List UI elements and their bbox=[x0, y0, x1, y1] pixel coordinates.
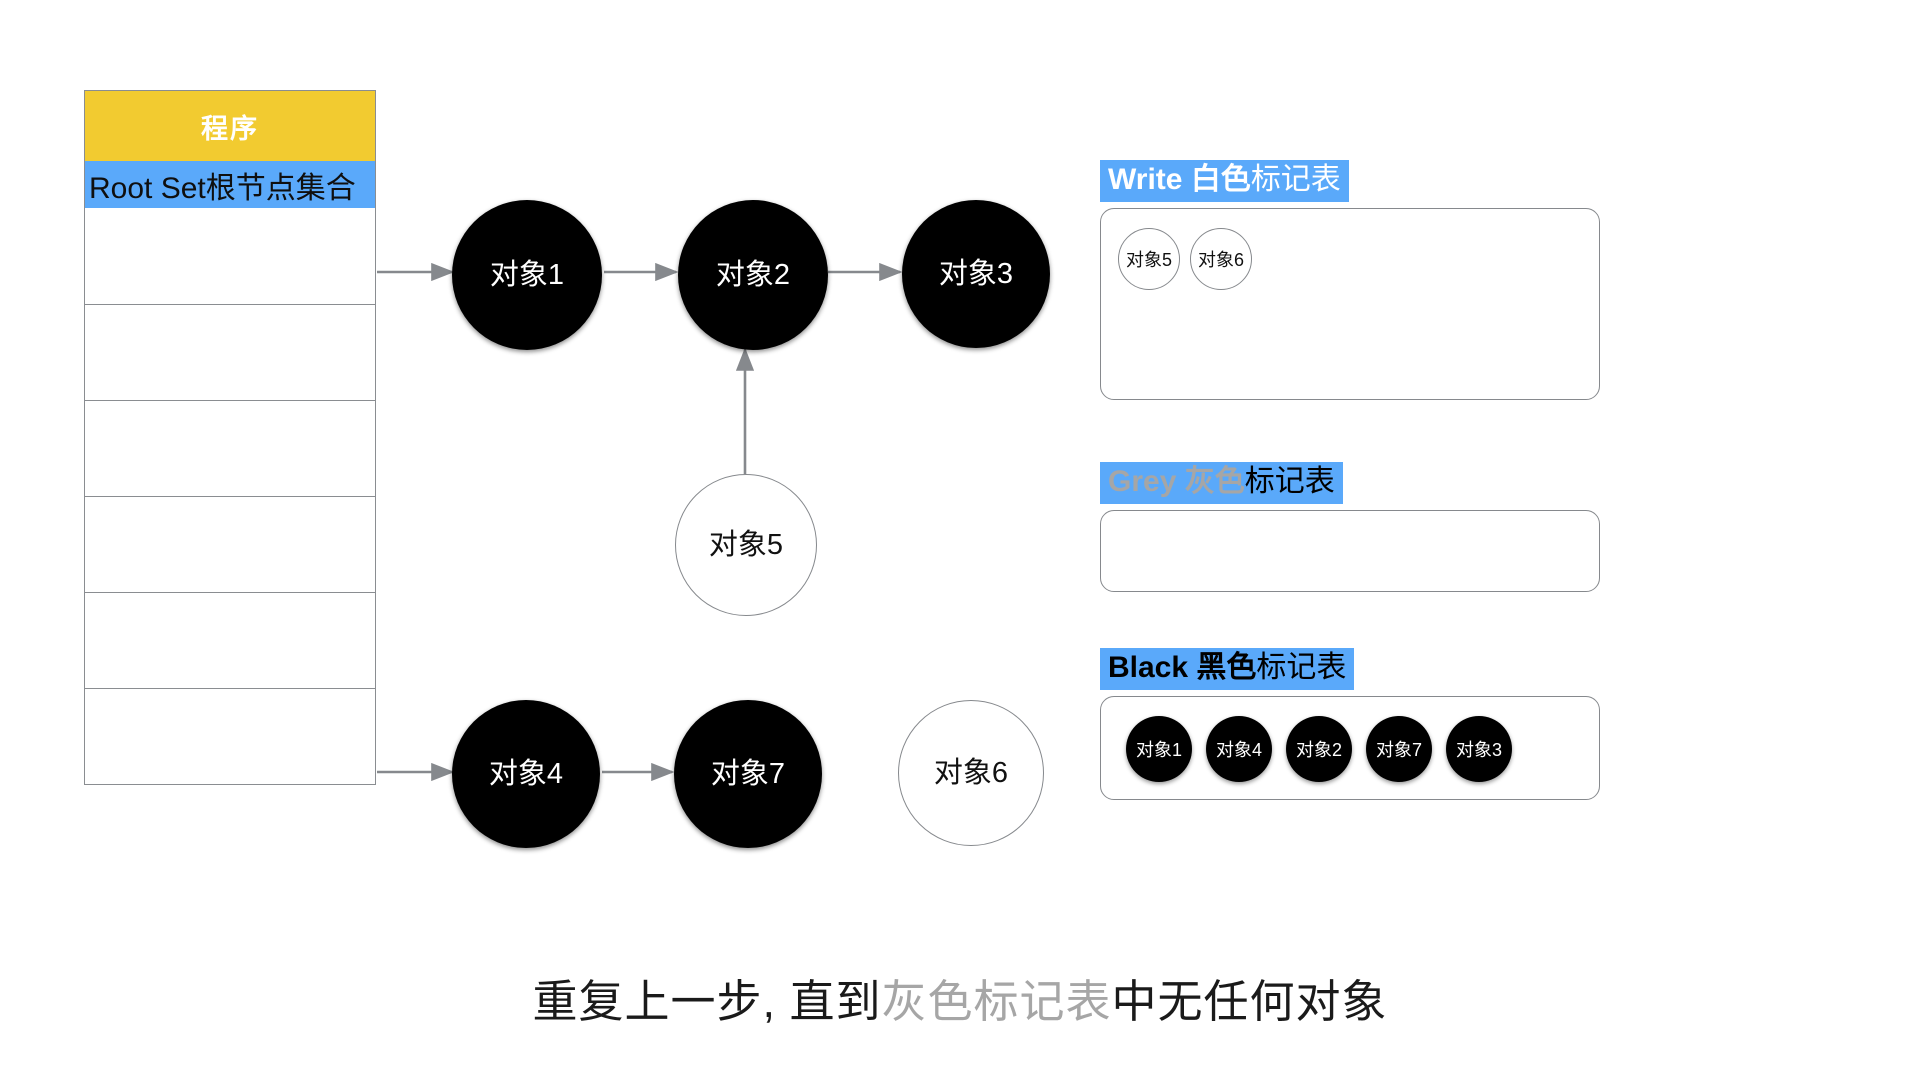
program-root-set-table: 程序 Root Set根节点集合 bbox=[84, 90, 376, 785]
graph-node-label: 对象6 bbox=[933, 756, 1009, 789]
mark-table-write-title: Write 白色标记表 bbox=[1100, 160, 1349, 202]
mark-table-title-suffix: 标记表 bbox=[1256, 651, 1347, 684]
graph-node-obj3[interactable]: 对象3 bbox=[902, 200, 1050, 348]
caption-highlight: 灰色标记表 bbox=[881, 976, 1112, 1027]
mark-table-write-box bbox=[1100, 208, 1600, 400]
graph-node-label: 对象3 bbox=[938, 257, 1014, 290]
graph-node-label: 对象2 bbox=[715, 258, 791, 291]
graph-node-label: 对象5 bbox=[708, 528, 784, 561]
mark-table-grey-title: Grey 灰色标记表 bbox=[1100, 462, 1343, 504]
list-item-label: 对象7 bbox=[1375, 740, 1422, 760]
graph-node-label: 对象1 bbox=[489, 258, 565, 291]
mark-table-title-color-word: 灰色 bbox=[1184, 465, 1245, 498]
list-item[interactable]: 对象2 bbox=[1286, 716, 1352, 782]
mark-table-write-items: 对象5 对象6 bbox=[1118, 228, 1252, 290]
list-item[interactable]: 对象1 bbox=[1126, 716, 1192, 782]
mark-table-grey: Grey 灰色标记表 bbox=[1100, 462, 1600, 592]
list-item[interactable]: 对象6 bbox=[1190, 228, 1252, 290]
graph-node-label: 对象4 bbox=[488, 757, 564, 790]
mark-table-title-color-word: 黑色 bbox=[1196, 651, 1257, 684]
mark-table-title-en: Black bbox=[1108, 651, 1189, 684]
mark-table-title-color-word: 白色 bbox=[1190, 163, 1251, 196]
mark-table-black: Black 黑色标记表 对象1 对象4 对象2 对象7 对象3 bbox=[1100, 648, 1600, 800]
graph-node-obj6[interactable]: 对象6 bbox=[898, 700, 1044, 846]
table-row bbox=[85, 304, 375, 400]
caption-part1: 重复上一步, 直到 bbox=[532, 976, 882, 1027]
mark-table-black-title: Black 黑色标记表 bbox=[1100, 648, 1355, 690]
table-row bbox=[85, 400, 375, 496]
list-item-label: 对象1 bbox=[1135, 740, 1182, 760]
caption-part2: 中无任何对象 bbox=[1111, 976, 1388, 1027]
list-item-label: 对象5 bbox=[1125, 250, 1172, 270]
list-item-label: 对象2 bbox=[1295, 740, 1342, 760]
list-item[interactable]: 对象5 bbox=[1118, 228, 1180, 290]
list-item[interactable]: 对象3 bbox=[1446, 716, 1512, 782]
graph-node-obj4[interactable]: 对象4 bbox=[452, 700, 600, 848]
mark-table-title-suffix: 标记表 bbox=[1250, 163, 1341, 196]
mark-table-black-items: 对象1 对象4 对象2 对象7 对象3 bbox=[1126, 716, 1512, 782]
list-item[interactable]: 对象4 bbox=[1206, 716, 1272, 782]
list-item-label: 对象3 bbox=[1455, 740, 1502, 760]
table-row bbox=[85, 592, 375, 688]
mark-table-title-en: Grey bbox=[1108, 465, 1177, 498]
graph-node-label: 对象7 bbox=[710, 757, 786, 790]
mark-table-title-en: Write bbox=[1108, 163, 1183, 196]
table-row bbox=[85, 496, 375, 592]
graph-node-obj7[interactable]: 对象7 bbox=[674, 700, 822, 848]
graph-node-obj5[interactable]: 对象5 bbox=[675, 474, 817, 616]
root-set-label: Root Set根节点集合 bbox=[89, 171, 356, 205]
root-set-header: Root Set根节点集合 bbox=[85, 161, 375, 208]
mark-table-title-suffix: 标记表 bbox=[1244, 465, 1335, 498]
graph-node-obj1[interactable]: 对象1 bbox=[452, 200, 602, 350]
mark-table-write: Write 白色标记表 对象5 对象6 bbox=[1100, 160, 1600, 400]
caption: 重复上一步, 直到灰色标记表中无任何对象 bbox=[0, 965, 1920, 1030]
table-row bbox=[85, 688, 375, 784]
program-header: 程序 bbox=[85, 91, 375, 161]
list-item[interactable]: 对象7 bbox=[1366, 716, 1432, 782]
table-row bbox=[85, 208, 375, 304]
list-item-label: 对象6 bbox=[1197, 250, 1244, 270]
graph-node-obj2[interactable]: 对象2 bbox=[678, 200, 828, 350]
mark-table-grey-box bbox=[1100, 510, 1600, 592]
list-item-label: 对象4 bbox=[1215, 740, 1262, 760]
